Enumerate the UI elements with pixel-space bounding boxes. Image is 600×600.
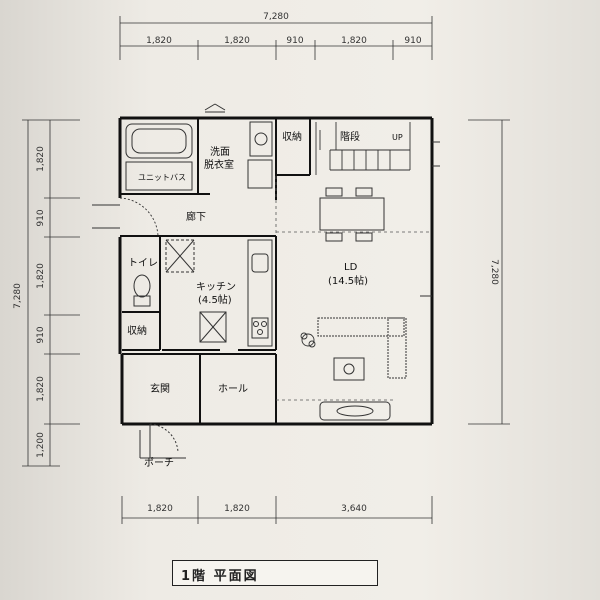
left-dim-2: 910 — [36, 209, 46, 226]
top-total-dim: 7,280 — [263, 12, 289, 22]
hall-label: ホール — [218, 383, 248, 395]
storage-left-label: 収納 — [127, 324, 147, 337]
left-dim-1: 1,820 — [36, 146, 46, 172]
bottom-dim-1: 1,820 — [147, 504, 173, 514]
sofa-set — [317, 317, 407, 421]
left-dim-4: 910 — [36, 326, 46, 343]
toilet-label: トイレ — [128, 258, 158, 269]
kitchen-fixtures — [165, 239, 273, 347]
ld-dashed-lines — [275, 176, 432, 401]
corridor-door-swing — [92, 197, 159, 237]
bottom-dim-2: 1,820 — [224, 504, 250, 514]
top-dim-1: 1,820 — [146, 36, 172, 46]
right-dimension-lines — [468, 119, 510, 425]
washroom-label-1: 洗面 — [210, 146, 230, 158]
ld-label: LD — [344, 262, 358, 273]
toilet-fixture — [133, 274, 151, 307]
top-dim-2: 1,820 — [224, 36, 250, 46]
caption-box: 1階 平面図 — [172, 560, 378, 586]
unit-bath-label: ユニットバス — [138, 173, 186, 182]
plant-icon — [300, 332, 316, 348]
left-dim-5: 1,820 — [36, 376, 46, 402]
top-dim-3: 910 — [286, 36, 303, 46]
stairs — [315, 122, 411, 175]
up-label: UP — [392, 133, 403, 142]
dining-table — [319, 187, 385, 242]
left-dimension-lines — [22, 119, 80, 467]
corridor-label: 廊下 — [186, 210, 206, 223]
left-dim-3: 1,820 — [36, 263, 46, 289]
bottom-dimension-lines — [121, 496, 433, 524]
top-dim-4: 1,820 — [341, 36, 367, 46]
right-total-dim: 7,280 — [489, 259, 499, 285]
ld-size-label: (14.5帖) — [328, 274, 368, 287]
window-marks — [204, 103, 440, 297]
left-total-dim: 7,280 — [13, 283, 23, 309]
stairs-label: 階段 — [340, 130, 360, 143]
left-dim-6: 1,200 — [36, 432, 46, 458]
kitchen-label: キッチン — [196, 281, 236, 293]
kitchen-size-label: (4.5帖) — [198, 293, 232, 306]
inner-walls — [120, 118, 311, 424]
storage-top-label: 収納 — [282, 130, 302, 143]
top-dimension-lines — [119, 16, 433, 60]
bathtub — [125, 123, 193, 191]
porch-label: ポーチ — [144, 457, 174, 469]
washroom-label-2: 脱衣室 — [204, 158, 234, 171]
entrance-door — [139, 423, 186, 459]
caption-text: 1階 平面図 — [181, 569, 259, 584]
washroom-fixtures — [247, 121, 273, 189]
top-dim-5: 910 — [404, 36, 421, 46]
entrance-label: 玄関 — [150, 382, 170, 395]
bottom-dim-3: 3,640 — [341, 504, 367, 514]
